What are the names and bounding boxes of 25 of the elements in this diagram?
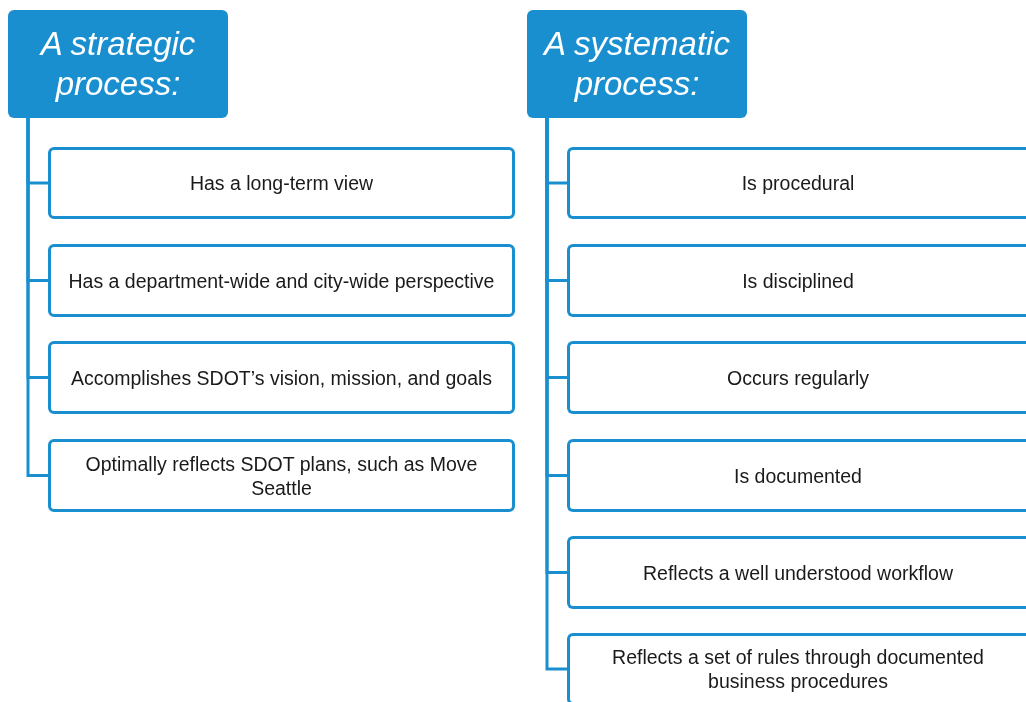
item-box	[567, 244, 1026, 317]
item-text: Is disciplined	[742, 268, 854, 293]
item-box	[567, 147, 1026, 219]
heading-text: A systematic process:	[541, 24, 731, 104]
header-box	[8, 10, 228, 118]
item-text: Has a department-wide and city-wide perspective	[68, 268, 495, 293]
item-text: Is documented	[734, 463, 862, 488]
item-box	[48, 244, 515, 317]
item-box	[567, 633, 1026, 702]
item-text: Reflects a well understood workflow	[643, 560, 953, 585]
header-box	[527, 10, 747, 118]
item-box	[567, 341, 1026, 414]
item-box	[48, 439, 515, 512]
item-box	[567, 439, 1026, 512]
item-box	[567, 536, 1026, 609]
item-text: Accomplishes SDOT’s vision, mission, and goals	[70, 365, 493, 390]
item-box	[48, 341, 515, 414]
item-text: Is procedural	[741, 171, 855, 195]
item-text: Has a long-term view	[189, 171, 374, 195]
item-text: Reflects a set of rules through documented business procedures	[611, 645, 985, 693]
item-text: Occurs regularly	[727, 365, 869, 390]
item-text: Optimally reflects SDOT plans, such as Move Seattle	[84, 451, 479, 500]
connector-line	[26, 118, 48, 477]
heading-text: A strategic process:	[38, 24, 197, 104]
item-box	[48, 147, 515, 219]
